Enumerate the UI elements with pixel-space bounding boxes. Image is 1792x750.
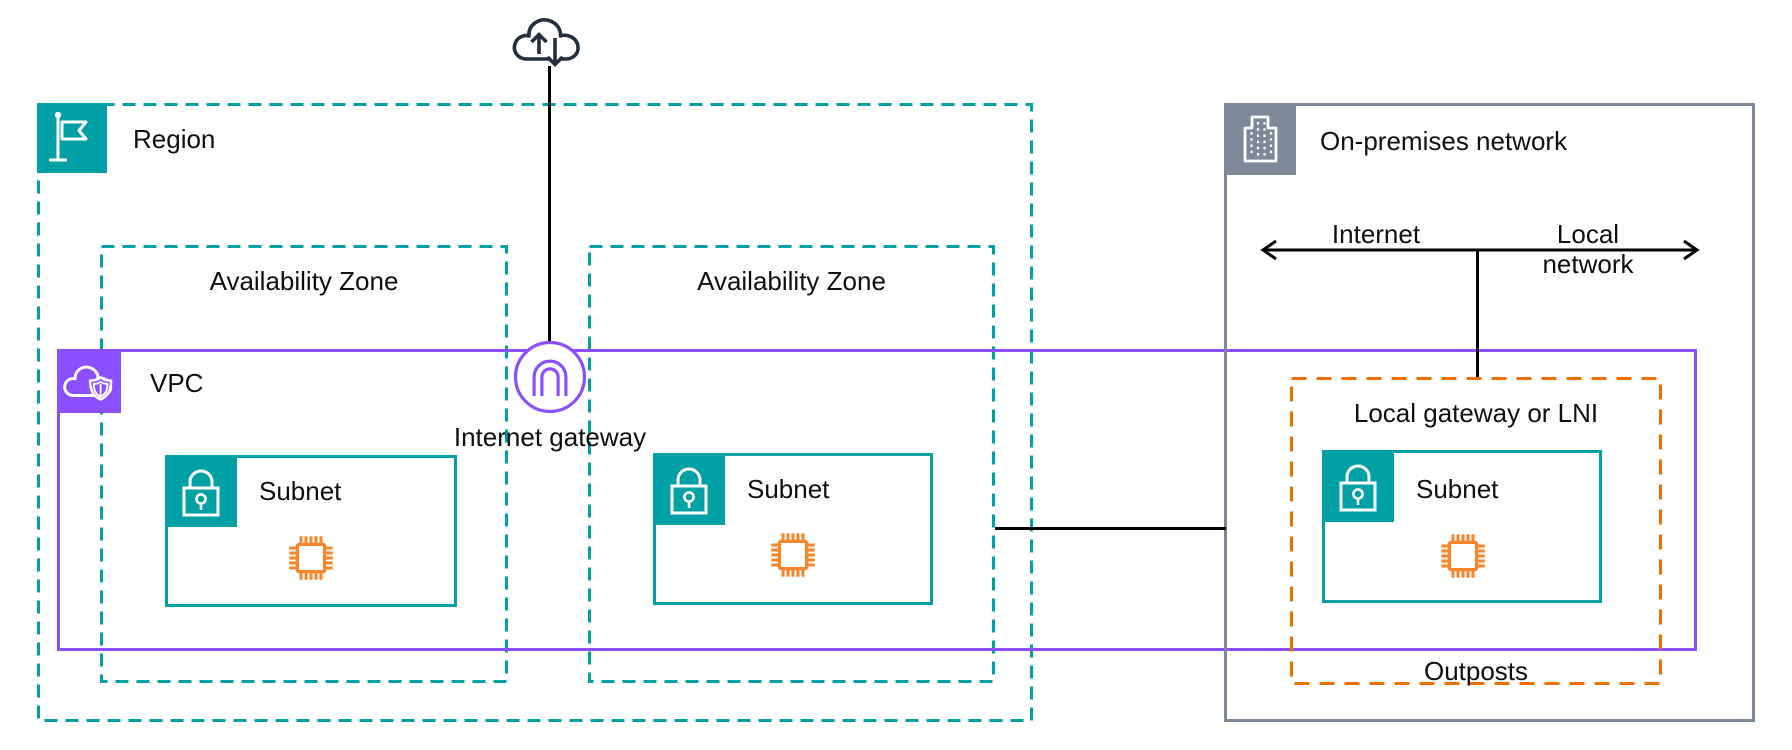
subnet-2-chip-icon bbox=[771, 533, 815, 577]
outposts-label: Outposts bbox=[1423, 656, 1529, 686]
on-premises-label: On-premises network bbox=[1320, 126, 1568, 156]
subnet-1-chip-icon bbox=[289, 536, 333, 580]
internet-gateway-icon bbox=[513, 340, 587, 414]
outposts-box bbox=[1290, 377, 1662, 685]
availability-zone-2-label: Availability Zone bbox=[697, 266, 886, 296]
vpc-box bbox=[57, 349, 1697, 651]
region-label: Region bbox=[133, 124, 216, 154]
subnet-3-lock-icon bbox=[1322, 450, 1394, 522]
internet-cloud-icon bbox=[512, 18, 580, 68]
vpc-label: VPC bbox=[150, 368, 204, 398]
subnet-1-lock-icon bbox=[165, 455, 237, 527]
on-premises-building-icon bbox=[1224, 103, 1296, 175]
region-box bbox=[37, 103, 1033, 722]
subnet-to-onprem-line bbox=[995, 527, 1226, 530]
region-flag-icon bbox=[37, 103, 107, 173]
subnet-3-chip-icon bbox=[1441, 534, 1485, 578]
arrow-left-label: Internet bbox=[1331, 219, 1421, 249]
arrow-right-label: Local network bbox=[1542, 219, 1634, 279]
on-premises-box bbox=[1224, 103, 1755, 722]
arrow-to-outposts-line bbox=[1476, 251, 1479, 377]
subnet-3-label: Subnet bbox=[1416, 474, 1499, 504]
local-gateway-label: Local gateway or LNI bbox=[1353, 398, 1599, 428]
subnet-2-lock-icon bbox=[653, 453, 725, 525]
availability-zone-1-label: Availability Zone bbox=[209, 266, 399, 296]
subnet-1-label: Subnet bbox=[259, 476, 342, 506]
subnet-2-label: Subnet bbox=[747, 474, 830, 504]
availability-zone-2-box bbox=[588, 245, 995, 683]
vpc-cloud-icon bbox=[57, 349, 121, 413]
internet-gateway-label: Internet gateway bbox=[453, 422, 647, 452]
internet-local-arrow bbox=[1260, 239, 1700, 261]
cloud-to-gateway-line bbox=[548, 66, 551, 342]
